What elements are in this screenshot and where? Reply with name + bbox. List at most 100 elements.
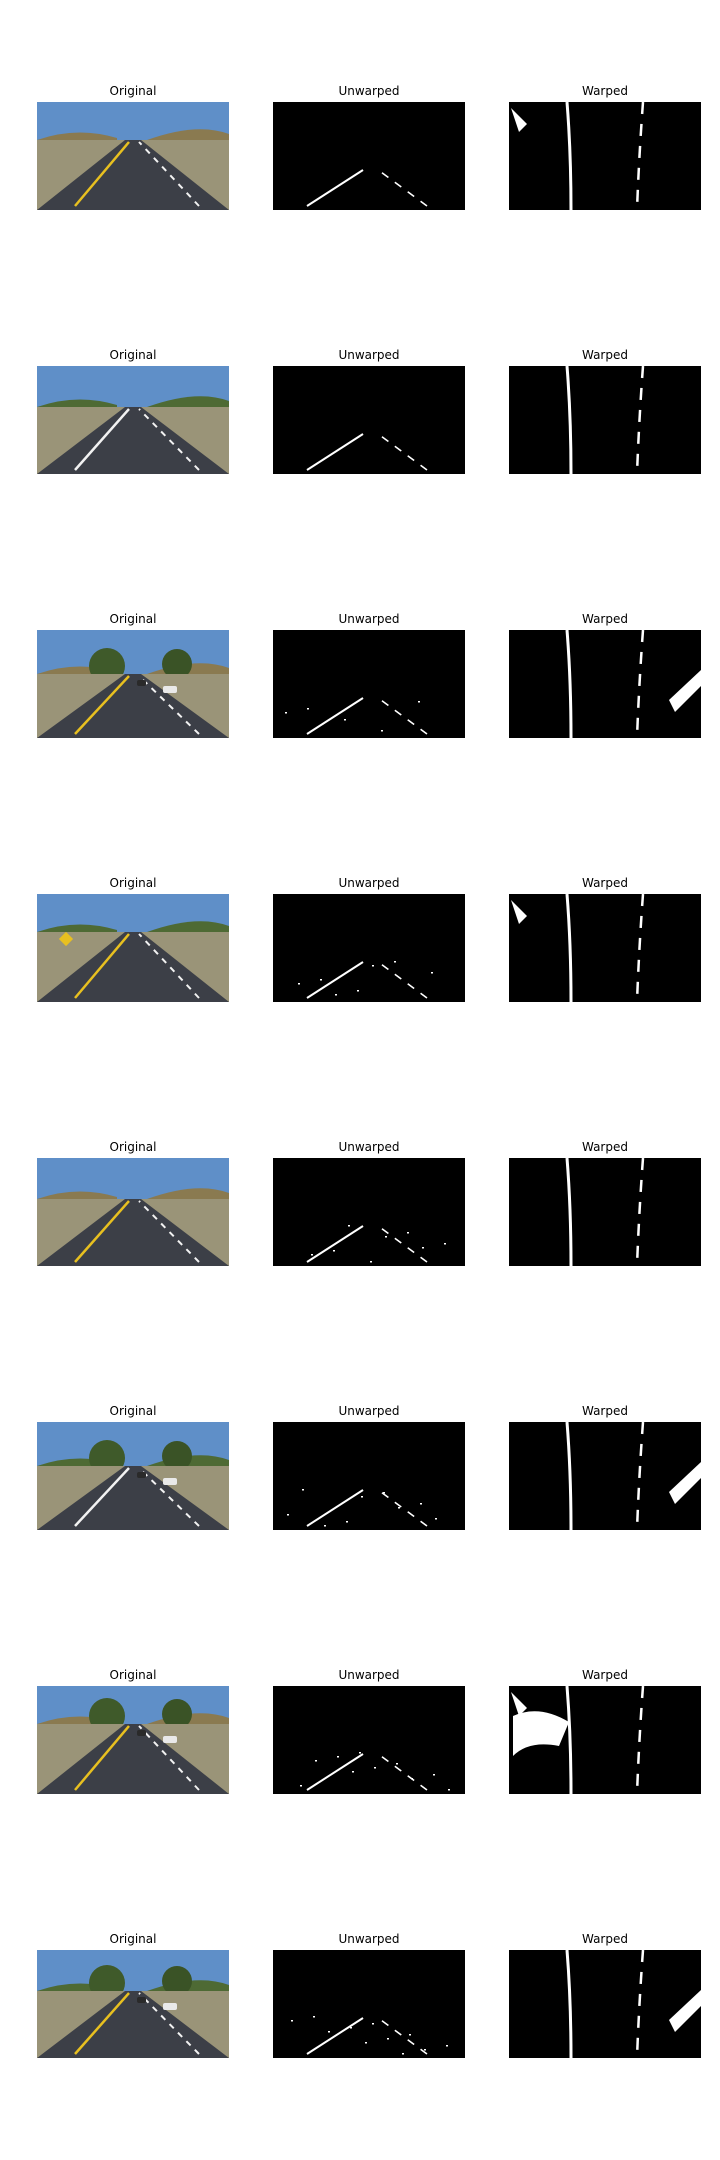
panel-warped-image xyxy=(509,894,701,1002)
noise xyxy=(357,990,359,992)
lane-left xyxy=(74,408,130,471)
lane-right xyxy=(138,1992,200,2055)
tree xyxy=(162,1441,192,1471)
lane-right xyxy=(138,1467,200,1527)
lane-left xyxy=(565,366,573,474)
noise xyxy=(333,1250,335,1252)
noise xyxy=(372,965,374,967)
noise xyxy=(394,961,396,963)
lane-right xyxy=(635,1422,645,1530)
car xyxy=(137,1997,146,2003)
panel-title-warped: Warped xyxy=(581,876,628,890)
unwarped-highway-yellow-left-hills xyxy=(273,102,465,210)
noise xyxy=(409,2034,411,2036)
car xyxy=(163,2003,177,2010)
lane-left xyxy=(565,1950,573,2058)
noise xyxy=(285,712,287,714)
lane-left xyxy=(306,961,364,999)
noise xyxy=(513,1711,569,1756)
lane-left xyxy=(306,2017,364,2055)
noise xyxy=(313,2016,315,2018)
noise xyxy=(381,730,383,732)
unwarped-highway-yellow-bright-pavement xyxy=(273,1158,465,1266)
lane-left xyxy=(306,697,364,735)
panel-title-original: Original xyxy=(109,1932,157,1946)
panel-original-image xyxy=(37,1158,229,1266)
noise xyxy=(374,1767,376,1769)
panel-original-image xyxy=(37,894,229,1002)
noise xyxy=(315,1760,317,1762)
unwarped-road-heavy-shadows-trees xyxy=(273,1686,465,1794)
noise xyxy=(350,2027,352,2029)
mask-background xyxy=(509,366,701,474)
tree xyxy=(162,1699,192,1729)
lane-left xyxy=(74,933,130,999)
lane-left xyxy=(565,1158,573,1266)
noise xyxy=(435,1518,437,1520)
lane-left xyxy=(565,1422,573,1530)
panel-unwarped-image xyxy=(273,630,465,738)
car xyxy=(163,1736,177,1743)
panel-title-warped: Warped xyxy=(581,1932,628,1946)
lane-right xyxy=(635,102,645,210)
panel-original-image xyxy=(37,630,229,738)
lane-left xyxy=(74,675,130,735)
lane-left xyxy=(565,630,573,738)
noise xyxy=(385,1236,387,1238)
noise xyxy=(669,1990,701,2032)
lane-right xyxy=(635,1950,645,2058)
panel-title-warped: Warped xyxy=(581,1668,628,1682)
noise xyxy=(346,1521,348,1523)
mask-background xyxy=(509,630,701,738)
warped-highway-yellow-bright-pavement xyxy=(509,1158,701,1266)
lane-right xyxy=(635,1158,645,1266)
panel-warped-image xyxy=(509,102,701,210)
noise xyxy=(398,1507,400,1509)
lane-left xyxy=(565,1686,573,1794)
mask-background xyxy=(509,894,701,1002)
warped-highway-yellow-left-hills xyxy=(509,102,701,210)
noise xyxy=(352,1771,354,1773)
lane-left xyxy=(74,1725,130,1791)
panel-title-original: Original xyxy=(109,1668,157,1682)
noise xyxy=(669,670,701,712)
unwarped-road-shadows-trees-cars xyxy=(273,630,465,738)
original-road-heavy-shadows-trees xyxy=(37,1686,229,1794)
panel-warped-image xyxy=(509,1158,701,1266)
lane-left xyxy=(306,169,364,207)
panel-title-original: Original xyxy=(109,1140,157,1154)
panel-original-image xyxy=(37,366,229,474)
panel-warped-image xyxy=(509,1422,701,1530)
road-sign xyxy=(58,931,74,947)
lane-right xyxy=(138,933,200,999)
original-highway-white-lanes-trees xyxy=(37,366,229,474)
panel-warped-image xyxy=(509,1950,701,2058)
warped-road-shadows-trees-cars-2 xyxy=(509,1422,701,1530)
unwarped-road-shadows-trees-cars-2 xyxy=(273,1422,465,1530)
noise xyxy=(511,1692,527,1716)
mask-background xyxy=(273,1950,465,2058)
car xyxy=(137,1472,146,1478)
lane-left xyxy=(306,1753,364,1791)
lane-right xyxy=(138,141,200,207)
noise xyxy=(291,2020,293,2022)
noise xyxy=(420,1503,422,1505)
noise xyxy=(300,1785,302,1787)
lane-right xyxy=(635,1686,645,1794)
panel-title-unwarped: Unwarped xyxy=(338,1404,400,1418)
mask-background xyxy=(273,1158,465,1266)
noise xyxy=(359,1752,361,1754)
noise xyxy=(322,723,324,725)
original-road-shadows-trees-cars xyxy=(37,630,229,738)
lane-left xyxy=(74,1200,130,1263)
panel-title-unwarped: Unwarped xyxy=(338,1668,400,1682)
unwarped-highway-yellow-sign-curve xyxy=(273,894,465,1002)
original-highway-yellow-bright-pavement xyxy=(37,1158,229,1266)
noise xyxy=(287,1514,289,1516)
lane-right xyxy=(138,1725,200,1791)
lane-right xyxy=(138,1200,200,1263)
mask-background xyxy=(273,366,465,474)
mask-background xyxy=(509,1950,701,2058)
unwarped-highway-white-lanes-trees xyxy=(273,366,465,474)
